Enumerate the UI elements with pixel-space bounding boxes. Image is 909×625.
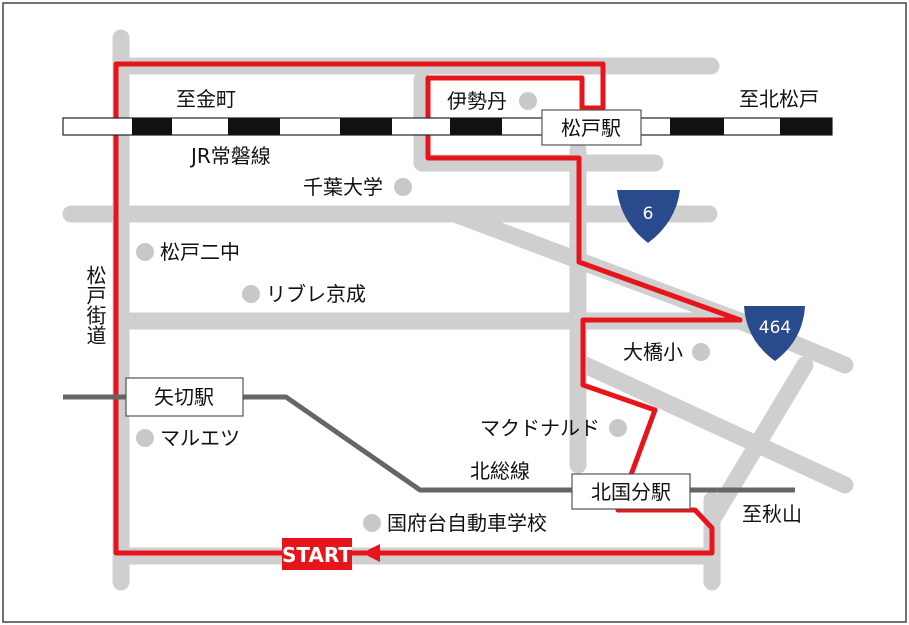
label-maruetsu: マルエツ <box>160 426 240 450</box>
dot-libre-keisei <box>242 285 260 303</box>
svg-text:464: 464 <box>759 318 791 338</box>
access-route <box>113 61 743 556</box>
jr-joban-line <box>62 117 833 136</box>
label-matsudo-nichu: 松戸二中 <box>160 240 240 264</box>
label-mcdonalds: マクドナルド <box>480 416 600 440</box>
label-jr-joban: JR常磐線 <box>189 144 271 168</box>
svg-text:6: 6 <box>643 204 654 224</box>
label-hokuso: 北総線 <box>470 459 530 483</box>
dot-isetan <box>519 92 537 110</box>
road-diagonal-east <box>703 356 814 529</box>
label-to-kanamachi: 至金町 <box>176 87 236 111</box>
svg-text:北国分駅: 北国分駅 <box>591 480 671 504</box>
station-yagiri: 矢切駅 <box>125 377 244 417</box>
label-ohashi-sho: 大橋小 <box>623 340 683 364</box>
label-libre-keisei: リブレ京成 <box>266 282 366 306</box>
route-arrowhead <box>362 544 380 562</box>
svg-text:矢切駅: 矢切駅 <box>154 385 214 409</box>
svg-text:松戸駅: 松戸駅 <box>561 116 621 140</box>
road-diagonal-lower <box>576 356 854 494</box>
label-to-kitamatsudo: 至北松戸 <box>739 87 819 111</box>
label-kokufudai: 国府台自動車学校 <box>387 511 547 535</box>
start-badge: START <box>282 538 352 570</box>
label-to-akiyama: 至秋山 <box>742 502 802 526</box>
station-kitakokubun: 北国分駅 <box>571 473 691 510</box>
label-matsudo-kaido: 松戸街道 <box>83 265 107 345</box>
dot-kokufudai <box>363 514 381 532</box>
label-isetan: 伊勢丹 <box>447 89 507 113</box>
dot-matsudo-nichu <box>136 243 154 261</box>
dot-chiba-univ <box>394 178 412 196</box>
dot-ohashi-sho <box>692 343 710 361</box>
route-464-shield: 464 <box>744 306 805 361</box>
station-matsudo: 松戸駅 <box>541 109 642 146</box>
dot-maruetsu <box>136 429 154 447</box>
route-6-shield: 6 <box>617 190 680 243</box>
dot-mcdonalds <box>609 419 627 437</box>
landmark-dots <box>136 92 710 532</box>
label-chiba-univ: 千葉大学 <box>303 175 383 199</box>
svg-text:START: START <box>282 543 352 567</box>
